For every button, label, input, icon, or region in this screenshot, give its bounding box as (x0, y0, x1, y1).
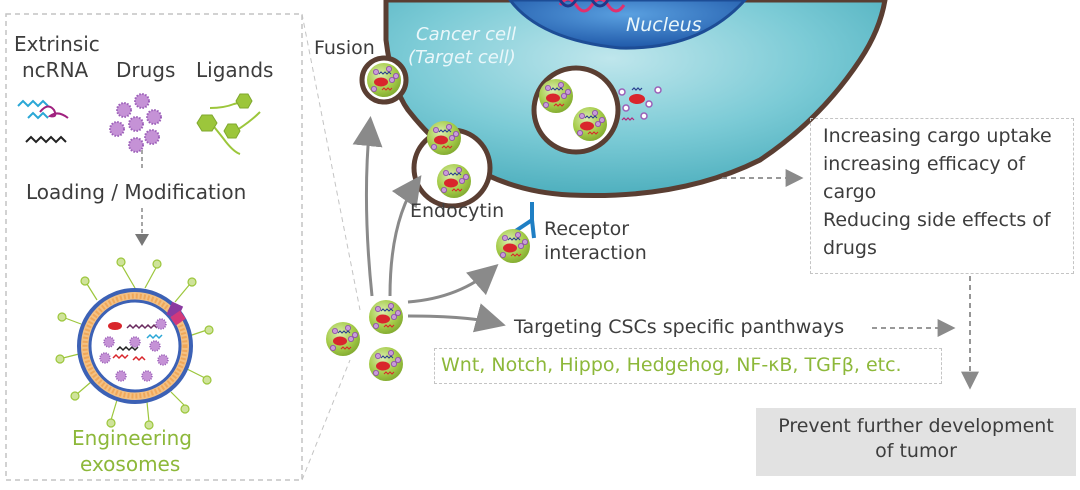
ncrna-icon (17, 99, 69, 144)
label-ncrna: ncRNA (22, 58, 89, 82)
benefit-line-4: Reducing side effects of (823, 209, 1051, 231)
label-endocytin: Endocytin (410, 200, 505, 222)
label-targeting-cscs: Targeting CSCs specific panthways (514, 316, 845, 338)
drugs-icon (109, 93, 162, 153)
benefit-line-5: drugs (823, 237, 877, 259)
label-interaction: interaction (544, 242, 647, 264)
label-drugs: Drugs (116, 58, 176, 82)
zoom-line-bottom (301, 359, 351, 481)
label-fusion: Fusion (314, 37, 375, 59)
source-exosome (368, 299, 404, 335)
label-exosomes: exosomes (80, 452, 181, 476)
cell-title-2: (Target cell) (408, 47, 516, 68)
engineered-exosome-icon (55, 257, 214, 430)
left-panel-border (5, 13, 303, 481)
nucleus-label: Nucleus (626, 14, 702, 36)
benefit-line-1: Increasing cargo uptake (823, 125, 1052, 147)
receptor-exosome (495, 228, 531, 264)
label-loading-modification: Loading / Modification (26, 180, 247, 204)
fusion-exosome (366, 62, 402, 98)
cell-title-1: Cancer cell (416, 24, 517, 45)
benefits-box: Increasing cargo uptake increasing effic… (810, 118, 1074, 274)
label-extrinsic: Extrinsic (14, 32, 100, 56)
ligands-icon (196, 93, 261, 155)
label-receptor: Receptor (544, 218, 630, 240)
uptake-arrows (352, 116, 506, 333)
label-engineering: Engineering (72, 426, 192, 450)
pathway-list: Wnt, Notch, Hippo, Hedgehog, NF-κB, TGFβ… (441, 354, 902, 376)
label-ligands: Ligands (196, 58, 274, 82)
benefit-line-3: cargo (823, 181, 877, 203)
outcome-line-2: of tumor (875, 440, 957, 462)
benefit-line-2: increasing efficacy of (823, 153, 1026, 175)
released-cargo (618, 86, 662, 121)
nucleus (508, 0, 748, 50)
pathway-list-box: Wnt, Notch, Hippo, Hedgehog, NF-κB, TGFβ… (434, 348, 942, 384)
outcome-box: Prevent further development of tumor (756, 408, 1076, 476)
outcome-line-1: Prevent further development (778, 415, 1054, 437)
